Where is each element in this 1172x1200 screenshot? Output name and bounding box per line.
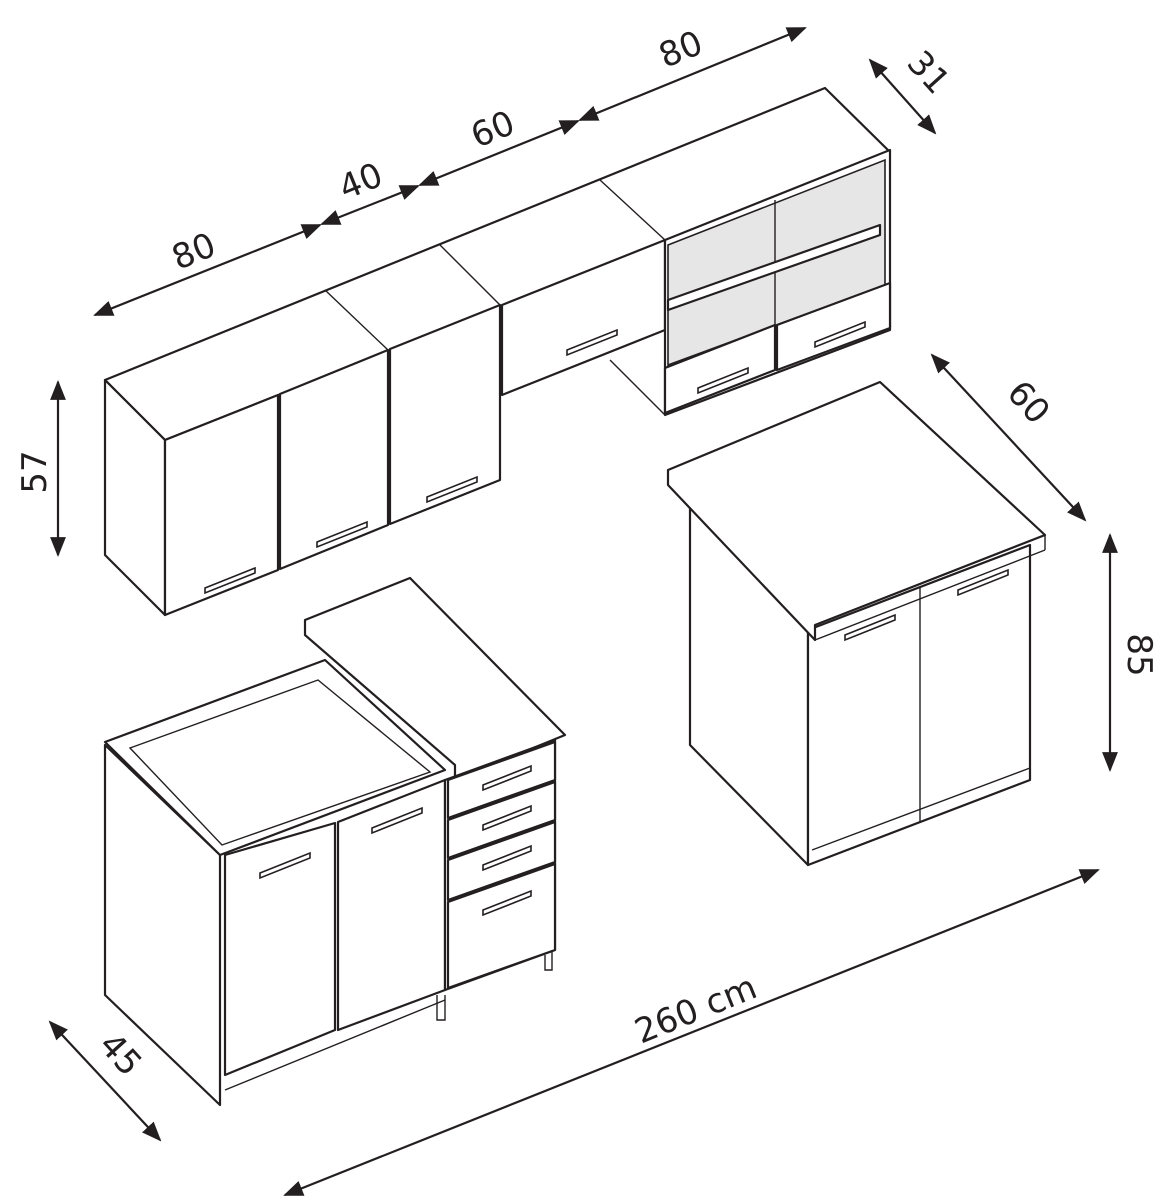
label-wall-1-width: 80 [166,225,221,278]
dimension-lines [48,26,1118,1197]
sink-door-left [223,821,337,1077]
glass-unit-drawer-2 [775,281,892,372]
right-base-cabinet [666,380,1047,867]
wall-door-2 [278,348,390,571]
right-handle-1 [844,613,896,642]
label-wall-4-width: 80 [653,23,708,76]
wall-door-1 [163,393,280,617]
label-wall-height: 57 [15,450,55,493]
glass-unit-shelf [666,223,882,312]
sink-cabinet-top [103,658,447,857]
glass-unit-drawer-1 [663,323,777,415]
label-base-height: 85 [1119,633,1159,676]
wall-door-3 [388,303,502,526]
left-base-cabinets [103,576,567,1107]
wall-cabinets [103,86,892,617]
sink-door-right [336,778,447,1032]
label-right-depth: 60 [999,373,1058,432]
label-total-width: 260 cm [629,967,762,1052]
label-wall-depth: 31 [899,43,958,102]
wall-handles [204,320,866,595]
right-handle-2 [957,568,1009,597]
right-cabinet-front [806,543,1032,867]
